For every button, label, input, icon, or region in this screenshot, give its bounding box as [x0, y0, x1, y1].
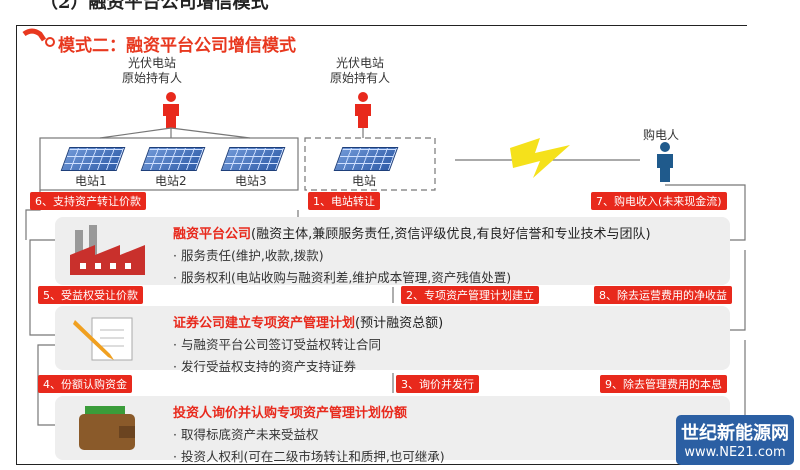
- logo-icon: [22, 28, 55, 47]
- owner-label-right: 光伏电站原始持有人: [330, 56, 391, 85]
- heading: （2）融资平台公司增信模式: [40, 0, 269, 13]
- buyer-label: 购电人: [643, 128, 680, 142]
- step-5-label: 5、受益权受让价款: [38, 286, 143, 304]
- document-pen-icon: [73, 317, 133, 361]
- diagram-title: 模式二：融资平台公司增信模式: [58, 36, 296, 56]
- step-9-label: 9、除去管理费用的本息: [600, 375, 727, 393]
- station-label: 电站: [352, 174, 377, 188]
- station-3-label: 电站3: [235, 174, 267, 188]
- wallet-icon: [79, 406, 135, 450]
- securities-plan-box: 证券公司建立专项资产管理计划(预计融资总额) · 与融资平台公司签订受益权转让合…: [55, 306, 730, 374]
- station-2-label: 电站2: [155, 174, 187, 188]
- solar-panel-icon: [333, 147, 399, 171]
- step-4-label: 4、份额认购资金: [38, 375, 132, 393]
- owner-label-left: 光伏电站原始持有人: [122, 56, 183, 85]
- step-1-label: 1、电站转让: [308, 192, 380, 210]
- step-6-label: 6、支持资产转让价款: [30, 192, 146, 210]
- step-8-label: 8、除去运营费用的净收益: [594, 286, 732, 304]
- watermark: 世纪新能源网 www.NE21.com: [676, 415, 794, 465]
- financing-platform-box: 融资平台公司(融资主体,兼顾服务责任,资信评级优良,有良好信誉和专业技术与团队)…: [55, 217, 730, 285]
- buyer-person-icon: [657, 142, 673, 182]
- person-icon: [355, 92, 371, 128]
- solar-panel-icon: [60, 147, 126, 171]
- solar-panel-icon: [140, 147, 206, 171]
- step-3-label: 3、询价并发行: [396, 375, 479, 393]
- lightning-icon: [510, 138, 570, 178]
- station-1-label: 电站1: [75, 174, 107, 188]
- step-7-label: 7、购电收入(未来现金流): [591, 192, 727, 210]
- factory-icon: [70, 225, 145, 275]
- person-icon: [163, 92, 179, 128]
- step-2-label: 2、专项资产管理计划建立: [401, 286, 539, 304]
- solar-panel-icon: [220, 147, 286, 171]
- investor-box: 投资人询价并认购专项资产管理计划份额 · 取得标底资产未来受益权 · 投资人权利…: [55, 396, 730, 464]
- diagram-frame: [16, 25, 747, 465]
